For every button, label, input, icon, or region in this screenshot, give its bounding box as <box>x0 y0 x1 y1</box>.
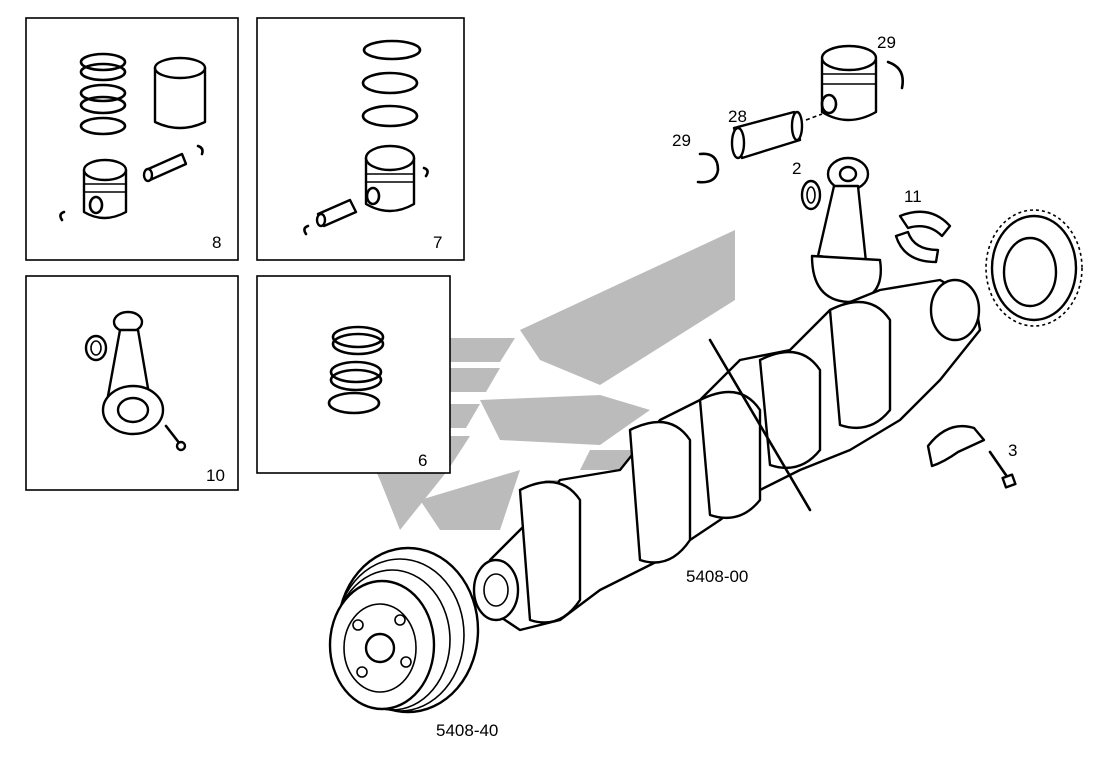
inset-label-10: 10 <box>206 466 225 485</box>
crankshaft <box>472 278 1017 632</box>
callout-3: 3 <box>1008 441 1017 460</box>
piston-29-28-group <box>696 44 1083 327</box>
callout-29-top: 29 <box>877 33 896 52</box>
callout-29-left: 29 <box>672 131 691 150</box>
part-number-pulley: 5408-40 <box>436 721 498 740</box>
inset-label-7: 7 <box>433 233 442 252</box>
crankshaft-pulley <box>328 546 480 714</box>
inset-label-6: 6 <box>418 451 427 470</box>
inset-box-7: 7 <box>256 17 465 261</box>
inset-box-10: 10 <box>25 275 239 491</box>
inset-box-8: 8 <box>25 17 239 261</box>
part-number-crankshaft: 5408-00 <box>686 567 748 586</box>
inset-box-6: 6 <box>256 275 451 474</box>
callout-2: 2 <box>792 159 801 178</box>
callout-11: 11 <box>904 187 922 206</box>
inset-label-8: 8 <box>212 233 221 252</box>
callout-28: 28 <box>728 107 747 126</box>
